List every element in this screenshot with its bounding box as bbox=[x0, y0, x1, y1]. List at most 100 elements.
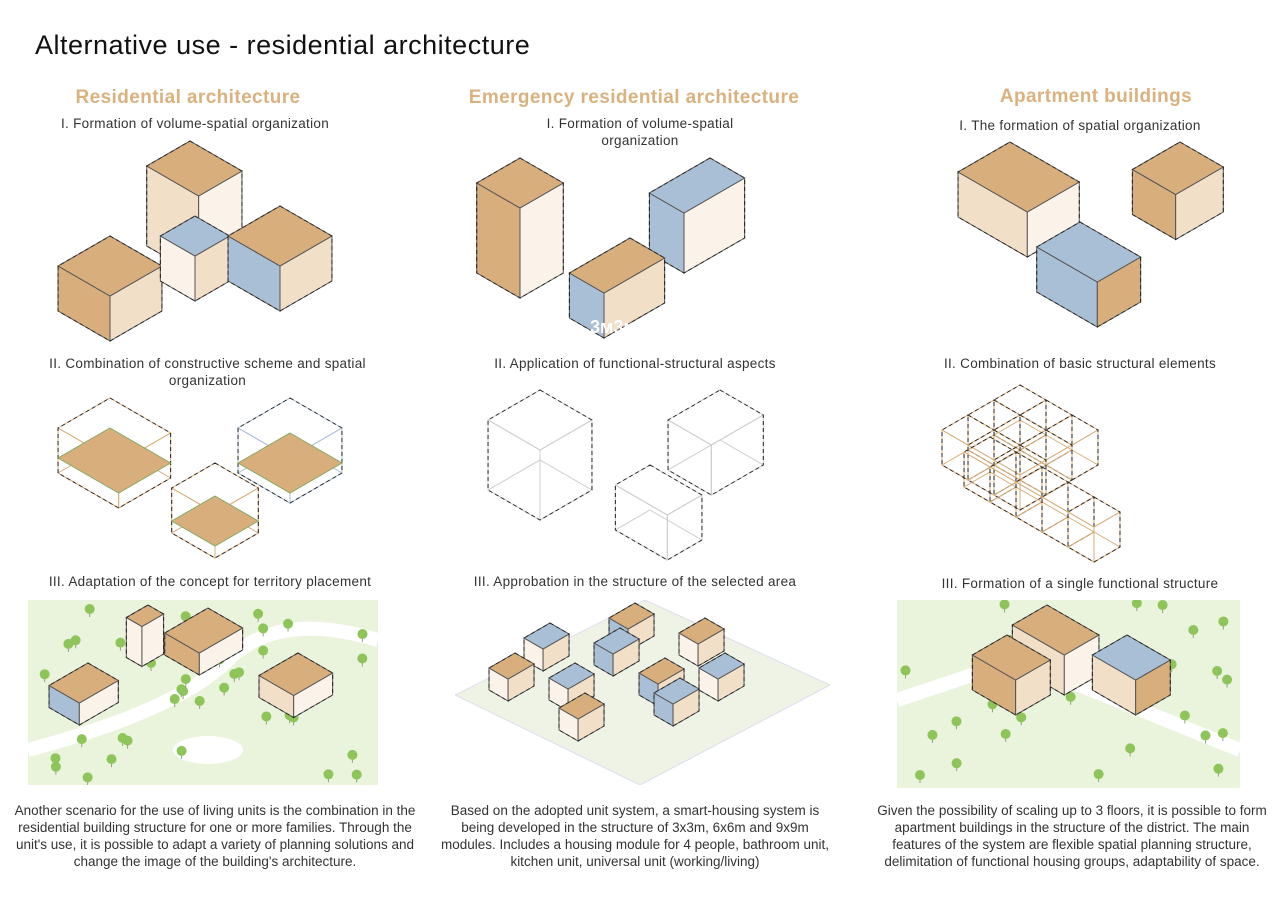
dashed-outline bbox=[48, 662, 119, 726]
dashed-outline bbox=[227, 205, 333, 312]
tree-icon bbox=[169, 694, 180, 705]
module-box bbox=[159, 215, 231, 302]
module-box bbox=[957, 141, 1081, 258]
tree-icon bbox=[76, 734, 87, 745]
structural-frame-diagram bbox=[941, 384, 1121, 563]
module-box bbox=[163, 607, 244, 676]
dashed-outline bbox=[1011, 604, 1100, 696]
module-box bbox=[125, 604, 165, 668]
dashed-outline bbox=[171, 462, 259, 559]
tree-icon bbox=[1065, 691, 1076, 702]
dashed-outline bbox=[258, 652, 334, 719]
frame-floor bbox=[667, 439, 765, 496]
tree-icon bbox=[283, 618, 294, 629]
box-face-top bbox=[648, 157, 746, 214]
tree-icon bbox=[1213, 763, 1224, 774]
description-residential: Another scenario for the use of living u… bbox=[14, 803, 416, 869]
dashed-outline bbox=[1131, 141, 1224, 241]
tree-icon bbox=[1131, 598, 1142, 609]
tree-icon bbox=[323, 769, 334, 780]
tree-icon bbox=[357, 629, 368, 640]
site-plan-residential bbox=[26, 600, 381, 786]
frame-top bbox=[487, 389, 593, 451]
frame-top bbox=[993, 384, 1047, 416]
tree-icon bbox=[84, 604, 95, 615]
tree-icon bbox=[951, 758, 962, 769]
step-2-label: II. Combination of basic structural elem… bbox=[943, 356, 1217, 371]
module-box bbox=[593, 627, 641, 677]
module-box bbox=[48, 662, 120, 726]
step-2-label: II. Application of functional-structural… bbox=[494, 356, 776, 371]
frame-right bbox=[710, 414, 764, 496]
module-size-label: 3м3м bbox=[590, 317, 637, 337]
tree-icon bbox=[115, 637, 126, 648]
dashed-outline bbox=[488, 652, 535, 702]
frame-top bbox=[667, 389, 765, 446]
floor-slab bbox=[170, 495, 260, 547]
tree-icon bbox=[70, 635, 81, 646]
tree-icon bbox=[347, 749, 358, 760]
tree-icon bbox=[357, 653, 368, 664]
tree-icon bbox=[1000, 728, 1011, 739]
tree-icon bbox=[999, 599, 1010, 610]
module-box bbox=[57, 235, 163, 342]
module-box bbox=[614, 464, 703, 561]
dashed-outline bbox=[57, 397, 172, 509]
dashed-outline bbox=[568, 237, 666, 339]
tree-icon bbox=[1179, 710, 1190, 721]
volume-spatial-diagram bbox=[57, 140, 333, 342]
frame-floor bbox=[614, 509, 703, 561]
box-face-top bbox=[568, 237, 666, 294]
step-1-label: I. The formation of spatial organization bbox=[959, 118, 1201, 133]
tree-icon bbox=[50, 753, 61, 764]
dashed-outline bbox=[558, 692, 605, 742]
tree-icon bbox=[1222, 674, 1233, 685]
tree-icon bbox=[1016, 712, 1027, 723]
dashed-outline bbox=[614, 464, 703, 561]
dashed-outline bbox=[125, 604, 165, 668]
site-plan-apartment bbox=[894, 598, 1243, 788]
step-3-label: III. Formation of a single functional st… bbox=[941, 576, 1219, 591]
module-box bbox=[1067, 496, 1121, 563]
tree-icon bbox=[1093, 769, 1104, 780]
step-3-label: III. Adaptation of the concept for terri… bbox=[48, 574, 372, 589]
step-1-label: I. Formation of volume-spatial organizat… bbox=[546, 116, 734, 148]
module-box bbox=[487, 389, 593, 521]
volume-spatial-diagram: 3м3м bbox=[475, 157, 746, 339]
tree-icon bbox=[180, 611, 191, 622]
description-apartment: Given the possibility of scaling up to 3… bbox=[877, 803, 1267, 869]
column-heading-residential: Residential architecture bbox=[75, 87, 301, 108]
module-box bbox=[523, 622, 571, 672]
tree-icon bbox=[82, 772, 93, 783]
tree-icon bbox=[261, 711, 272, 722]
tree-icon bbox=[1200, 730, 1211, 741]
dashed-outline bbox=[1036, 221, 1142, 328]
dashed-outline bbox=[593, 627, 640, 677]
step-2-label: II. Combination of constructive scheme a… bbox=[49, 356, 366, 388]
description-emergency: Based on the adopted unit system, a smar… bbox=[441, 803, 829, 869]
dashed-outline bbox=[237, 397, 343, 504]
dashed-outline bbox=[678, 617, 725, 667]
dashed-outline bbox=[487, 389, 593, 521]
column-heading-emergency: Emergency residential architecture bbox=[468, 87, 800, 108]
dashed-outline bbox=[653, 677, 700, 727]
dashed-outline bbox=[523, 622, 570, 672]
structural-scheme-diagram bbox=[57, 397, 343, 559]
module-box bbox=[258, 652, 334, 719]
box-face-top bbox=[159, 215, 231, 257]
tree-icon bbox=[39, 669, 50, 680]
box-face-top bbox=[1131, 141, 1225, 196]
tree-icon bbox=[234, 667, 245, 678]
dashed-outline bbox=[971, 634, 1051, 716]
page-title: Alternative use - residential architectu… bbox=[35, 30, 531, 60]
tree-icon bbox=[117, 732, 128, 743]
dashed-outline bbox=[476, 157, 564, 299]
tree-icon bbox=[253, 608, 264, 619]
module-box bbox=[678, 617, 726, 667]
tree-icon bbox=[50, 761, 61, 772]
module-box bbox=[653, 677, 701, 727]
road bbox=[26, 621, 381, 757]
module-box bbox=[971, 634, 1052, 716]
tree-icon bbox=[194, 695, 205, 706]
floor-slab bbox=[57, 427, 172, 494]
